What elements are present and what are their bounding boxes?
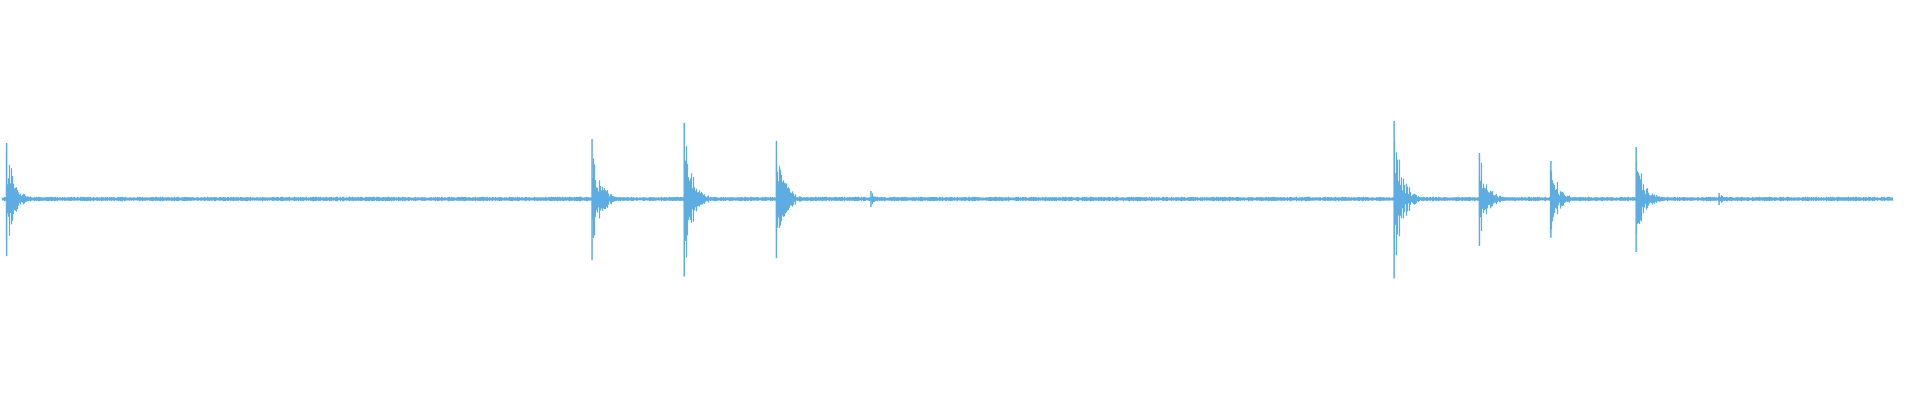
- waveform-path: [1, 141, 1894, 258]
- waveform-bars: [1, 121, 1894, 279]
